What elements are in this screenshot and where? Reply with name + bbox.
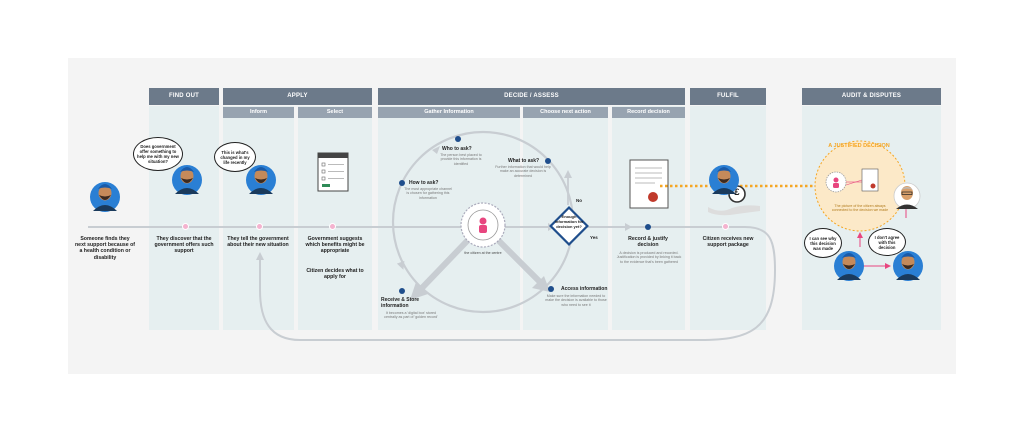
who-to-ask-desc: The person best placed to provide this i… — [440, 153, 482, 166]
step-tell: They tell the government about their new… — [227, 236, 289, 249]
gather-node-who — [455, 136, 461, 142]
step-discover: They discover that the government offers… — [154, 236, 214, 255]
stage-audit: AUDIT & DISPUTES — [802, 88, 941, 105]
column-select — [298, 106, 372, 330]
record-description: A decision is produced and recorded. Jus… — [616, 251, 682, 264]
pound-coin-icon: £ — [734, 187, 740, 197]
justified-decision-title: A JUSTIFIED DECISION — [828, 143, 890, 149]
step-someone-finds: Someone finds they next support because … — [75, 236, 135, 261]
speech-bubble: I don't agree with this decision — [868, 228, 906, 256]
step-record-justify: Record & justify decision — [628, 236, 668, 249]
speech-bubble: Does government offer something to help … — [133, 137, 183, 171]
gather-node-what — [545, 158, 551, 164]
what-to-ask-desc: Further information that would help make… — [495, 165, 551, 178]
column-fulfil — [690, 106, 766, 330]
citizen-avatar — [893, 251, 923, 281]
stage-find-out: FIND OUT — [149, 88, 219, 105]
column-record — [612, 106, 685, 330]
record-node — [645, 224, 651, 230]
yes-label: Yes — [590, 235, 598, 240]
center-caption: the citizen at the centre — [464, 251, 502, 255]
receive-store-desc: It becomes a 'digital box' stored centra… — [384, 311, 438, 320]
timeline-node — [329, 223, 336, 230]
official-avatar — [893, 182, 921, 210]
substage-choose: Choose next action — [523, 107, 608, 118]
gather-node-receive — [399, 288, 405, 294]
substage-record: Record decision — [612, 107, 685, 118]
stage-decide: DECIDE / ASSESS — [378, 88, 685, 105]
access-info-label: Access information — [561, 286, 608, 292]
step-receives: Citizen receives new support package — [702, 236, 754, 249]
substage-select: Select — [298, 107, 372, 118]
citizen-avatar — [246, 165, 276, 195]
diamond-question: Enough information for decision yet? — [554, 214, 584, 229]
substage-inform: Inform — [223, 107, 294, 118]
timeline-node — [256, 223, 263, 230]
step-decides: Citizen decides what to apply for — [306, 268, 364, 281]
what-to-ask-label: What to ask? — [508, 158, 540, 164]
who-to-ask-label: Who to ask? — [442, 146, 472, 152]
citizen-avatar — [709, 165, 739, 195]
timeline-node — [182, 223, 189, 230]
no-label: No — [576, 198, 582, 203]
speech-bubble: This is what's changed in my life recent… — [214, 142, 256, 172]
stage-apply: APPLY — [223, 88, 372, 105]
how-to-ask-label: How to ask? — [409, 180, 439, 186]
speech-bubble: I can see why this decision was made — [804, 228, 842, 258]
justified-decision-desc: The picture of the citizen always connec… — [831, 204, 889, 213]
step-suggests: Government suggests which benefits might… — [305, 236, 365, 255]
substage-gather: Gather Information — [378, 107, 520, 118]
receive-store-label: Receive & Store information — [381, 297, 420, 309]
gather-node-access — [548, 286, 554, 292]
citizen-avatar — [834, 251, 864, 281]
gather-node-how — [399, 180, 405, 186]
citizen-avatar — [90, 182, 120, 212]
citizen-avatar — [172, 165, 202, 195]
how-to-ask-desc: The most appropriate channel is chosen f… — [404, 187, 452, 200]
stage-fulfil: FULFIL — [690, 88, 766, 105]
timeline-node — [722, 223, 729, 230]
access-info-desc: Make sure the information needed to make… — [545, 294, 607, 307]
